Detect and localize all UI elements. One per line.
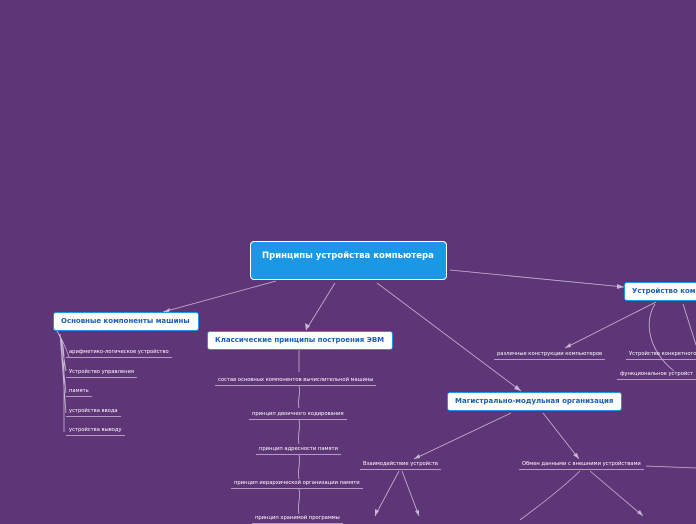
topic-computer-structure[interactable]: Устройство компь bbox=[624, 282, 696, 301]
topic-classic-principles[interactable]: Классические принципы построения ЭВМ bbox=[207, 331, 393, 350]
root-topic[interactable]: Принципы устройства компьютера bbox=[250, 241, 447, 280]
subtopic-stored-program[interactable]: принцип хранимой программы bbox=[252, 514, 343, 524]
link-main-components-items bbox=[56, 330, 70, 432]
link-structure-specific bbox=[682, 303, 696, 346]
link-structure-curve bbox=[648, 303, 675, 372]
link-bus-to-exchange bbox=[542, 412, 580, 460]
topic-bus-modular[interactable]: Магистрально-модульная организация bbox=[447, 392, 622, 411]
subtopic-memory[interactable]: память bbox=[66, 387, 92, 397]
subtopic-input-devices[interactable]: устройства ввода bbox=[66, 407, 121, 417]
subtopic-alu[interactable]: арифметико-логическое устройство bbox=[66, 348, 172, 358]
subtopic-devices-interaction[interactable]: Взаимодействие устройств bbox=[360, 460, 441, 470]
subtopic-control-unit[interactable]: Устройство управления bbox=[66, 368, 138, 378]
link-structure-designs bbox=[564, 301, 657, 349]
subtopic-memory-addressing[interactable]: принцип адресности памяти bbox=[256, 445, 341, 455]
subtopic-specific-structure[interactable]: Устройство конкретного bbox=[626, 350, 696, 360]
link-bus-to-interaction bbox=[413, 412, 512, 460]
subtopic-output-devices[interactable]: устройства выводу bbox=[66, 426, 125, 436]
link-root-main-components bbox=[162, 280, 277, 313]
subtopic-binary-coding[interactable]: принцип двоичного кодирования bbox=[249, 410, 347, 420]
subtopic-memory-hierarchy[interactable]: принцип иерархической организации памяти bbox=[231, 479, 363, 489]
link-interaction-down bbox=[374, 470, 420, 517]
subtopic-data-exchange[interactable]: Обмен данными с внешними устройствами bbox=[519, 460, 644, 470]
link-classic-principles-chain bbox=[298, 350, 300, 515]
subtopic-computer-designs[interactable]: различные конструкции компьютеров bbox=[494, 350, 606, 360]
link-root-classic-principles bbox=[305, 282, 336, 331]
arrowheads bbox=[163, 284, 643, 516]
topic-main-components[interactable]: Основные компоненты машины bbox=[53, 312, 199, 331]
subtopic-functional-structure[interactable]: функциональное устройст bbox=[617, 370, 696, 380]
subtopic-components-composition[interactable]: состав основных компонентов вычислительн… bbox=[215, 376, 377, 386]
link-root-computer-structure bbox=[449, 269, 625, 288]
link-root-bus-modular bbox=[376, 282, 522, 392]
link-exchange-down bbox=[519, 465, 696, 520]
